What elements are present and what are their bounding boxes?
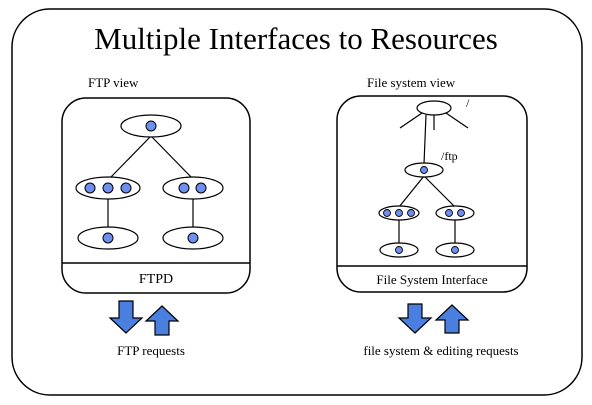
tree-edge — [109, 135, 152, 179]
ftp-requests-label: FTP requests — [117, 343, 185, 358]
data-dot — [84, 182, 96, 194]
down-arrow-icon — [108, 300, 144, 334]
ftp-view-panel: FTP view FTPD — [61, 75, 251, 358]
data-dot — [395, 246, 403, 254]
data-dot — [407, 209, 415, 217]
tree-node — [162, 226, 224, 250]
data-dot — [102, 182, 114, 194]
root-node — [416, 100, 452, 116]
tree-edge — [423, 175, 456, 208]
data-dot — [195, 182, 207, 194]
fs-requests-label: file system & editing requests — [363, 343, 518, 358]
data-dot — [102, 232, 114, 244]
data-dot — [420, 166, 428, 174]
tree-edge — [423, 114, 427, 165]
data-dot — [178, 182, 190, 194]
tree-edge — [399, 112, 423, 129]
tree-node — [162, 176, 224, 200]
up-arrow-icon — [144, 305, 180, 336]
tree-node — [379, 242, 419, 258]
tree-node — [435, 242, 475, 258]
data-dot — [145, 120, 157, 132]
tree-edge — [150, 135, 193, 179]
fs-view-box — [336, 95, 528, 293]
ftp-dir-node — [404, 162, 444, 178]
data-dot — [445, 209, 453, 217]
data-dot — [187, 232, 199, 244]
data-dot — [451, 246, 459, 254]
data-dot — [120, 182, 132, 194]
tree-node — [120, 114, 182, 138]
ftp-view-label: FTP view — [88, 75, 139, 90]
ftpd-label: FTPD — [139, 272, 173, 287]
up-arrow-icon — [434, 304, 470, 334]
fs-view-label: File system view — [367, 75, 456, 90]
data-dot — [395, 209, 403, 217]
page-title: Multiple Interfaces to Resources — [94, 21, 498, 56]
down-arrow-icon — [397, 303, 433, 334]
tree-edge — [445, 112, 469, 129]
tree-node — [75, 176, 141, 200]
ftp-path-label: /ftp — [441, 149, 458, 163]
tree-edge — [398, 175, 425, 208]
fs-interface-label: File System Interface — [376, 272, 487, 287]
data-dot — [457, 209, 465, 217]
data-dot — [383, 209, 391, 217]
fs-view-panel: File system view File System Interface /… — [336, 75, 528, 358]
tree-node — [435, 205, 475, 221]
tree-node — [77, 226, 139, 250]
root-path-label: / — [466, 96, 470, 110]
tree-node — [378, 205, 420, 221]
